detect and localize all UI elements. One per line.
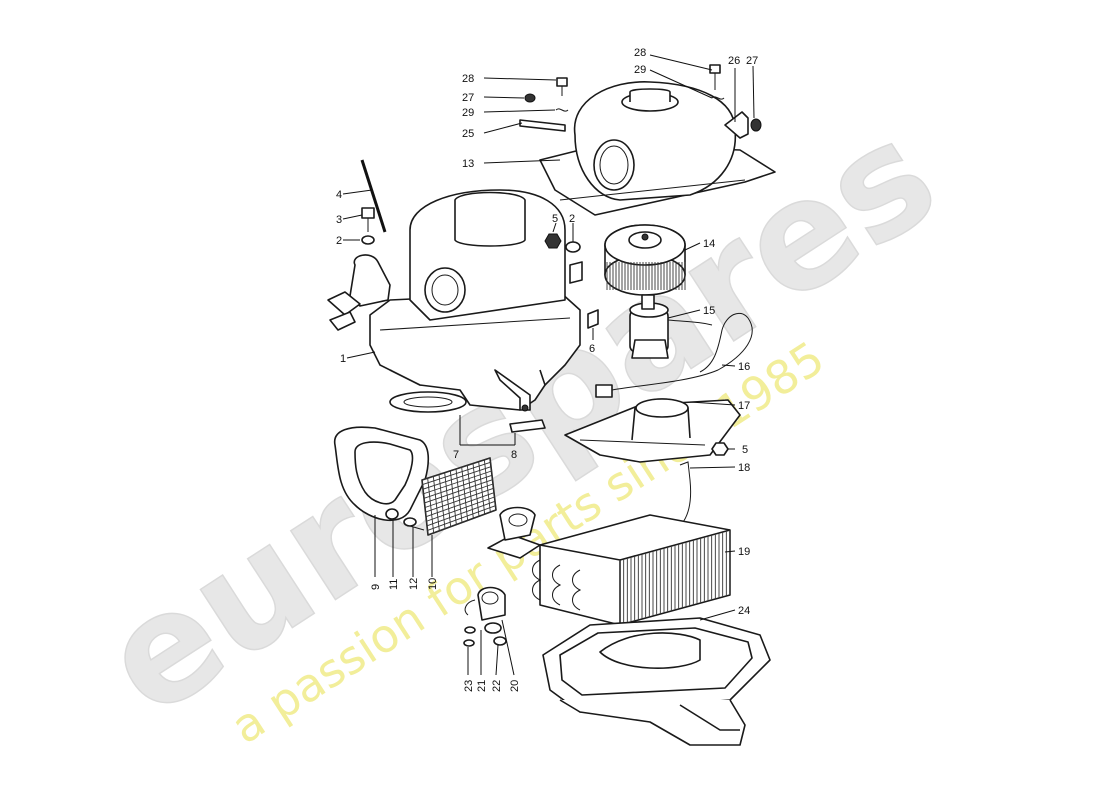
mesh-grid: [421, 457, 497, 536]
callout-1: 1: [340, 353, 346, 365]
callout-10: 10: [427, 578, 439, 590]
callout-18: 18: [738, 462, 750, 474]
callout-17: 17: [738, 400, 750, 412]
callout-13: 13: [462, 158, 474, 170]
grommet-screw: [385, 508, 425, 531]
callout-2-left: 2: [336, 235, 342, 247]
callout-29: 29: [462, 107, 474, 119]
callout-5-bottom: 5: [742, 444, 748, 456]
callout-19: 19: [738, 546, 750, 558]
callout-6: 6: [589, 343, 595, 355]
callout-3: 3: [336, 214, 342, 226]
air-duct-frame: [334, 426, 430, 522]
mesh-line-v: [478, 461, 486, 515]
callout-5-top: 5: [552, 213, 558, 225]
callout-28-right: 28: [634, 47, 646, 59]
callout-29-right: 29: [634, 64, 646, 76]
expansion-valve-parts: [463, 586, 507, 647]
callout-28: 28: [462, 73, 474, 85]
evaporator-fins: [619, 530, 731, 625]
callout-9: 9: [370, 584, 382, 590]
callout-15: 15: [703, 305, 715, 317]
callout-20: 20: [509, 680, 521, 692]
watermark-brand: eurospares: [75, 88, 965, 750]
callout-14: 14: [703, 238, 715, 250]
callout-8: 8: [511, 449, 517, 461]
evaporator-core: [487, 506, 731, 626]
callout-2-right: 2: [569, 213, 575, 225]
callout-22: 22: [491, 680, 503, 692]
nut-washer-middle: [544, 233, 581, 253]
blower-motor: [587, 294, 753, 398]
mesh-line-h: [427, 505, 496, 531]
gaskets: [389, 391, 546, 433]
callout-25: 25: [462, 128, 474, 140]
mesh-screen: [421, 457, 497, 536]
watermark: eurospares a passion for parts since 198…: [74, 87, 966, 754]
fan-wheel: [604, 224, 686, 296]
callout-24: 24: [738, 605, 750, 617]
base-plate: [564, 398, 741, 463]
rod-bolt-washer-left: [360, 159, 387, 245]
callout-11: 11: [388, 579, 400, 590]
callout-labels: 28 27 29 25 13 28 29 26 27 4 3 2 1 5 2 1…: [336, 47, 758, 692]
callout-21: 21: [476, 680, 488, 692]
fasteners-top: [519, 64, 762, 139]
leader-lines: [342, 54, 755, 676]
mesh-line-h: [427, 509, 497, 536]
blower-housing-upper: [539, 81, 776, 216]
callout-27-right: 27: [746, 55, 758, 67]
callout-23: 23: [463, 680, 475, 692]
callout-27: 27: [462, 92, 474, 104]
callout-26: 26: [728, 55, 740, 67]
callout-12: 12: [408, 578, 420, 590]
mesh-line-v: [489, 457, 497, 511]
lower-tray: [542, 617, 771, 746]
callout-4: 4: [336, 189, 342, 201]
heater-housing-main: [327, 189, 583, 412]
fan-fins: [606, 262, 686, 290]
mesh-line-v: [483, 459, 491, 513]
callout-7: 7: [453, 449, 459, 461]
callout-16: 16: [738, 361, 750, 373]
